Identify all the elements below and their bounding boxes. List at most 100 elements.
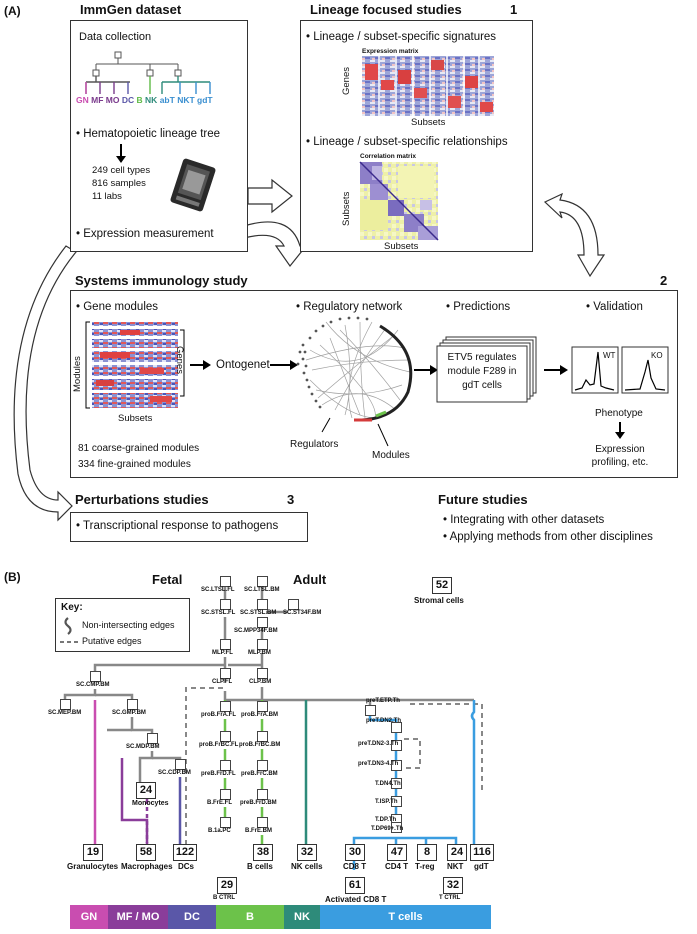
immgen-box bbox=[70, 20, 248, 252]
leaf-dcs-label: DCs bbox=[178, 862, 195, 871]
perturbations-box bbox=[70, 512, 308, 542]
key-putative: Putative edges bbox=[82, 636, 142, 646]
expression-label: Expression measurement bbox=[83, 228, 214, 240]
t-ctrl-count: 32 bbox=[443, 877, 463, 894]
node-prob-frbc-bm bbox=[257, 731, 268, 742]
expr-matrix-title: Expression matrix bbox=[362, 48, 419, 55]
tree-label-gdt: gdT bbox=[197, 95, 213, 105]
label-sc-cmp-bm: SC.CMP.BM bbox=[76, 682, 110, 688]
node-preb-frd-fl bbox=[220, 760, 231, 771]
leaf-b-cells-label: B cells bbox=[247, 862, 273, 871]
label-pret-dn34: preT.DN3-4.Th bbox=[358, 761, 399, 767]
node-sc-cmp-bm bbox=[90, 671, 101, 682]
lineage-title: Lineage focused studies bbox=[310, 2, 462, 17]
label-preb-frc-bm: preB.FrC.BM bbox=[241, 771, 278, 777]
modules-label-2: Modules bbox=[372, 450, 410, 461]
prediction-line-1: ETV5 regulates bbox=[447, 352, 517, 363]
label-sc-gmp-bm: SC.GMP.BM bbox=[112, 710, 146, 716]
lineage-bar-b: B bbox=[216, 905, 284, 929]
monocytes-count: 24 bbox=[136, 782, 156, 799]
label-t-dp: T.DP.Th bbox=[375, 817, 397, 823]
activated-cd8-count: 61 bbox=[345, 877, 365, 894]
label-t-dp69: T.DP69+.Th bbox=[371, 826, 404, 832]
gene-modules-label: Gene modules bbox=[83, 301, 159, 313]
immgen-title: ImmGen dataset bbox=[80, 2, 182, 17]
leaf-nkt-count: 24 bbox=[447, 844, 467, 861]
key-non-intersecting: Non-intersecting edges bbox=[82, 620, 175, 630]
label-pret-dn23: preT.DN2-3.Th bbox=[358, 741, 399, 747]
perturbation-item-label: Transcriptional response to pathogens bbox=[83, 520, 279, 532]
activated-cd8-label: Activated CD8 T bbox=[325, 895, 387, 904]
tree-label-mf: MF bbox=[91, 95, 104, 105]
regulators-label: Regulators bbox=[290, 439, 339, 450]
future-item-1: • Integrating with other datasets bbox=[443, 514, 605, 526]
leaf-gdt-count: 116 bbox=[470, 844, 494, 861]
label-pret-dn2: preT.DN2.Th bbox=[366, 718, 402, 724]
label-sc-cdp-bm: SC.CDP.BM bbox=[158, 770, 191, 776]
node-t-dp69 bbox=[391, 822, 402, 833]
label-sc-mdp-bm: SC.MDP.BM bbox=[126, 744, 160, 750]
t-ctrl-label: T CTRL bbox=[439, 895, 461, 901]
leaf-cd4t-label: CD4 T bbox=[385, 862, 409, 871]
node-clp-fl bbox=[220, 668, 231, 679]
b-ctrl-label: B CTRL bbox=[213, 895, 235, 901]
label-b1a-pc: B.1a.PC bbox=[208, 828, 231, 834]
leaf-treg-label: T-reg bbox=[415, 862, 435, 871]
tree-label-nk: NK bbox=[145, 95, 158, 105]
signatures-bullet: • Lineage / subset-specific signatures bbox=[306, 31, 497, 43]
predictions-bullet: • Predictions bbox=[446, 301, 511, 313]
lineage-bar-mf-mo: MF / MO bbox=[108, 905, 168, 929]
ontogenet-label: Ontogenet bbox=[216, 359, 270, 371]
systems-number: 2 bbox=[660, 273, 668, 288]
label-prob-fra-fl: proB.FrA.FL bbox=[201, 712, 236, 718]
label-b-fre-fl: B.FrE.FL bbox=[207, 800, 232, 806]
leaf-cd8t-count: 30 bbox=[345, 844, 365, 861]
wt-label: WT bbox=[603, 351, 616, 360]
label-mlp-fl: MLP.FL bbox=[212, 650, 233, 656]
node-pret-dn2 bbox=[391, 722, 402, 733]
phenotype-label: Phenotype bbox=[595, 408, 643, 419]
expression-profiling-line-1: Expression bbox=[595, 444, 645, 455]
node-sc-mep-bm bbox=[60, 699, 71, 710]
node-preb-frd-bm bbox=[257, 789, 268, 800]
lineage-tree-label: Hematopoietic lineage tree bbox=[83, 128, 221, 140]
label-clp-fl: CLP.FL bbox=[212, 679, 233, 685]
label-prob-frbc-fl: proB.FrBC.FL bbox=[199, 742, 239, 748]
node-preb-frc-bm bbox=[257, 760, 268, 771]
prediction-line-2: module F289 in bbox=[447, 366, 517, 377]
validation-label: Validation bbox=[593, 301, 643, 313]
ko-label: KO bbox=[651, 351, 663, 360]
lineage-number: 1 bbox=[510, 2, 518, 17]
node-b-fre-bm bbox=[257, 817, 268, 828]
label-sc-mep-bm: SC.MEP.BM bbox=[48, 710, 82, 716]
future-item-1-label: Integrating with other datasets bbox=[450, 514, 605, 526]
label-clp-bm: CLP.BM bbox=[249, 679, 272, 685]
adult-header: Adult bbox=[293, 572, 327, 587]
node-t-isp bbox=[391, 796, 402, 807]
leaf-nk-cells-label: NK cells bbox=[291, 862, 323, 871]
systems-title: Systems immunology study bbox=[75, 273, 248, 288]
node-prob-fra-fl bbox=[220, 701, 231, 712]
relationships-label: Lineage / subset-specific relationships bbox=[313, 136, 508, 148]
fine-modules-count: 334 fine-grained modules bbox=[78, 459, 191, 470]
label-pret-etp: preT.ETP.Th bbox=[366, 698, 400, 704]
lineage-bar-nk: NK bbox=[284, 905, 320, 929]
node-sc-st34f-bm bbox=[288, 599, 299, 610]
gene-modules-bullet: • Gene modules bbox=[76, 301, 159, 313]
tree-label-gn: GN bbox=[76, 95, 89, 105]
leaf-cd8t-label: CD8 T bbox=[343, 862, 367, 871]
label-b-fre-bm: B.FrE.BM bbox=[245, 828, 272, 834]
leaf-dcs-count: 122 bbox=[173, 844, 197, 861]
expression-bullet: • Expression measurement bbox=[76, 228, 214, 240]
tree-label-mo: MO bbox=[105, 95, 120, 105]
corr-matrix-title: Correlation matrix bbox=[360, 153, 416, 160]
tree-label-b: B bbox=[136, 95, 143, 105]
data-collection-label: Data collection bbox=[79, 31, 152, 43]
validation-bullet: • Validation bbox=[586, 301, 643, 313]
